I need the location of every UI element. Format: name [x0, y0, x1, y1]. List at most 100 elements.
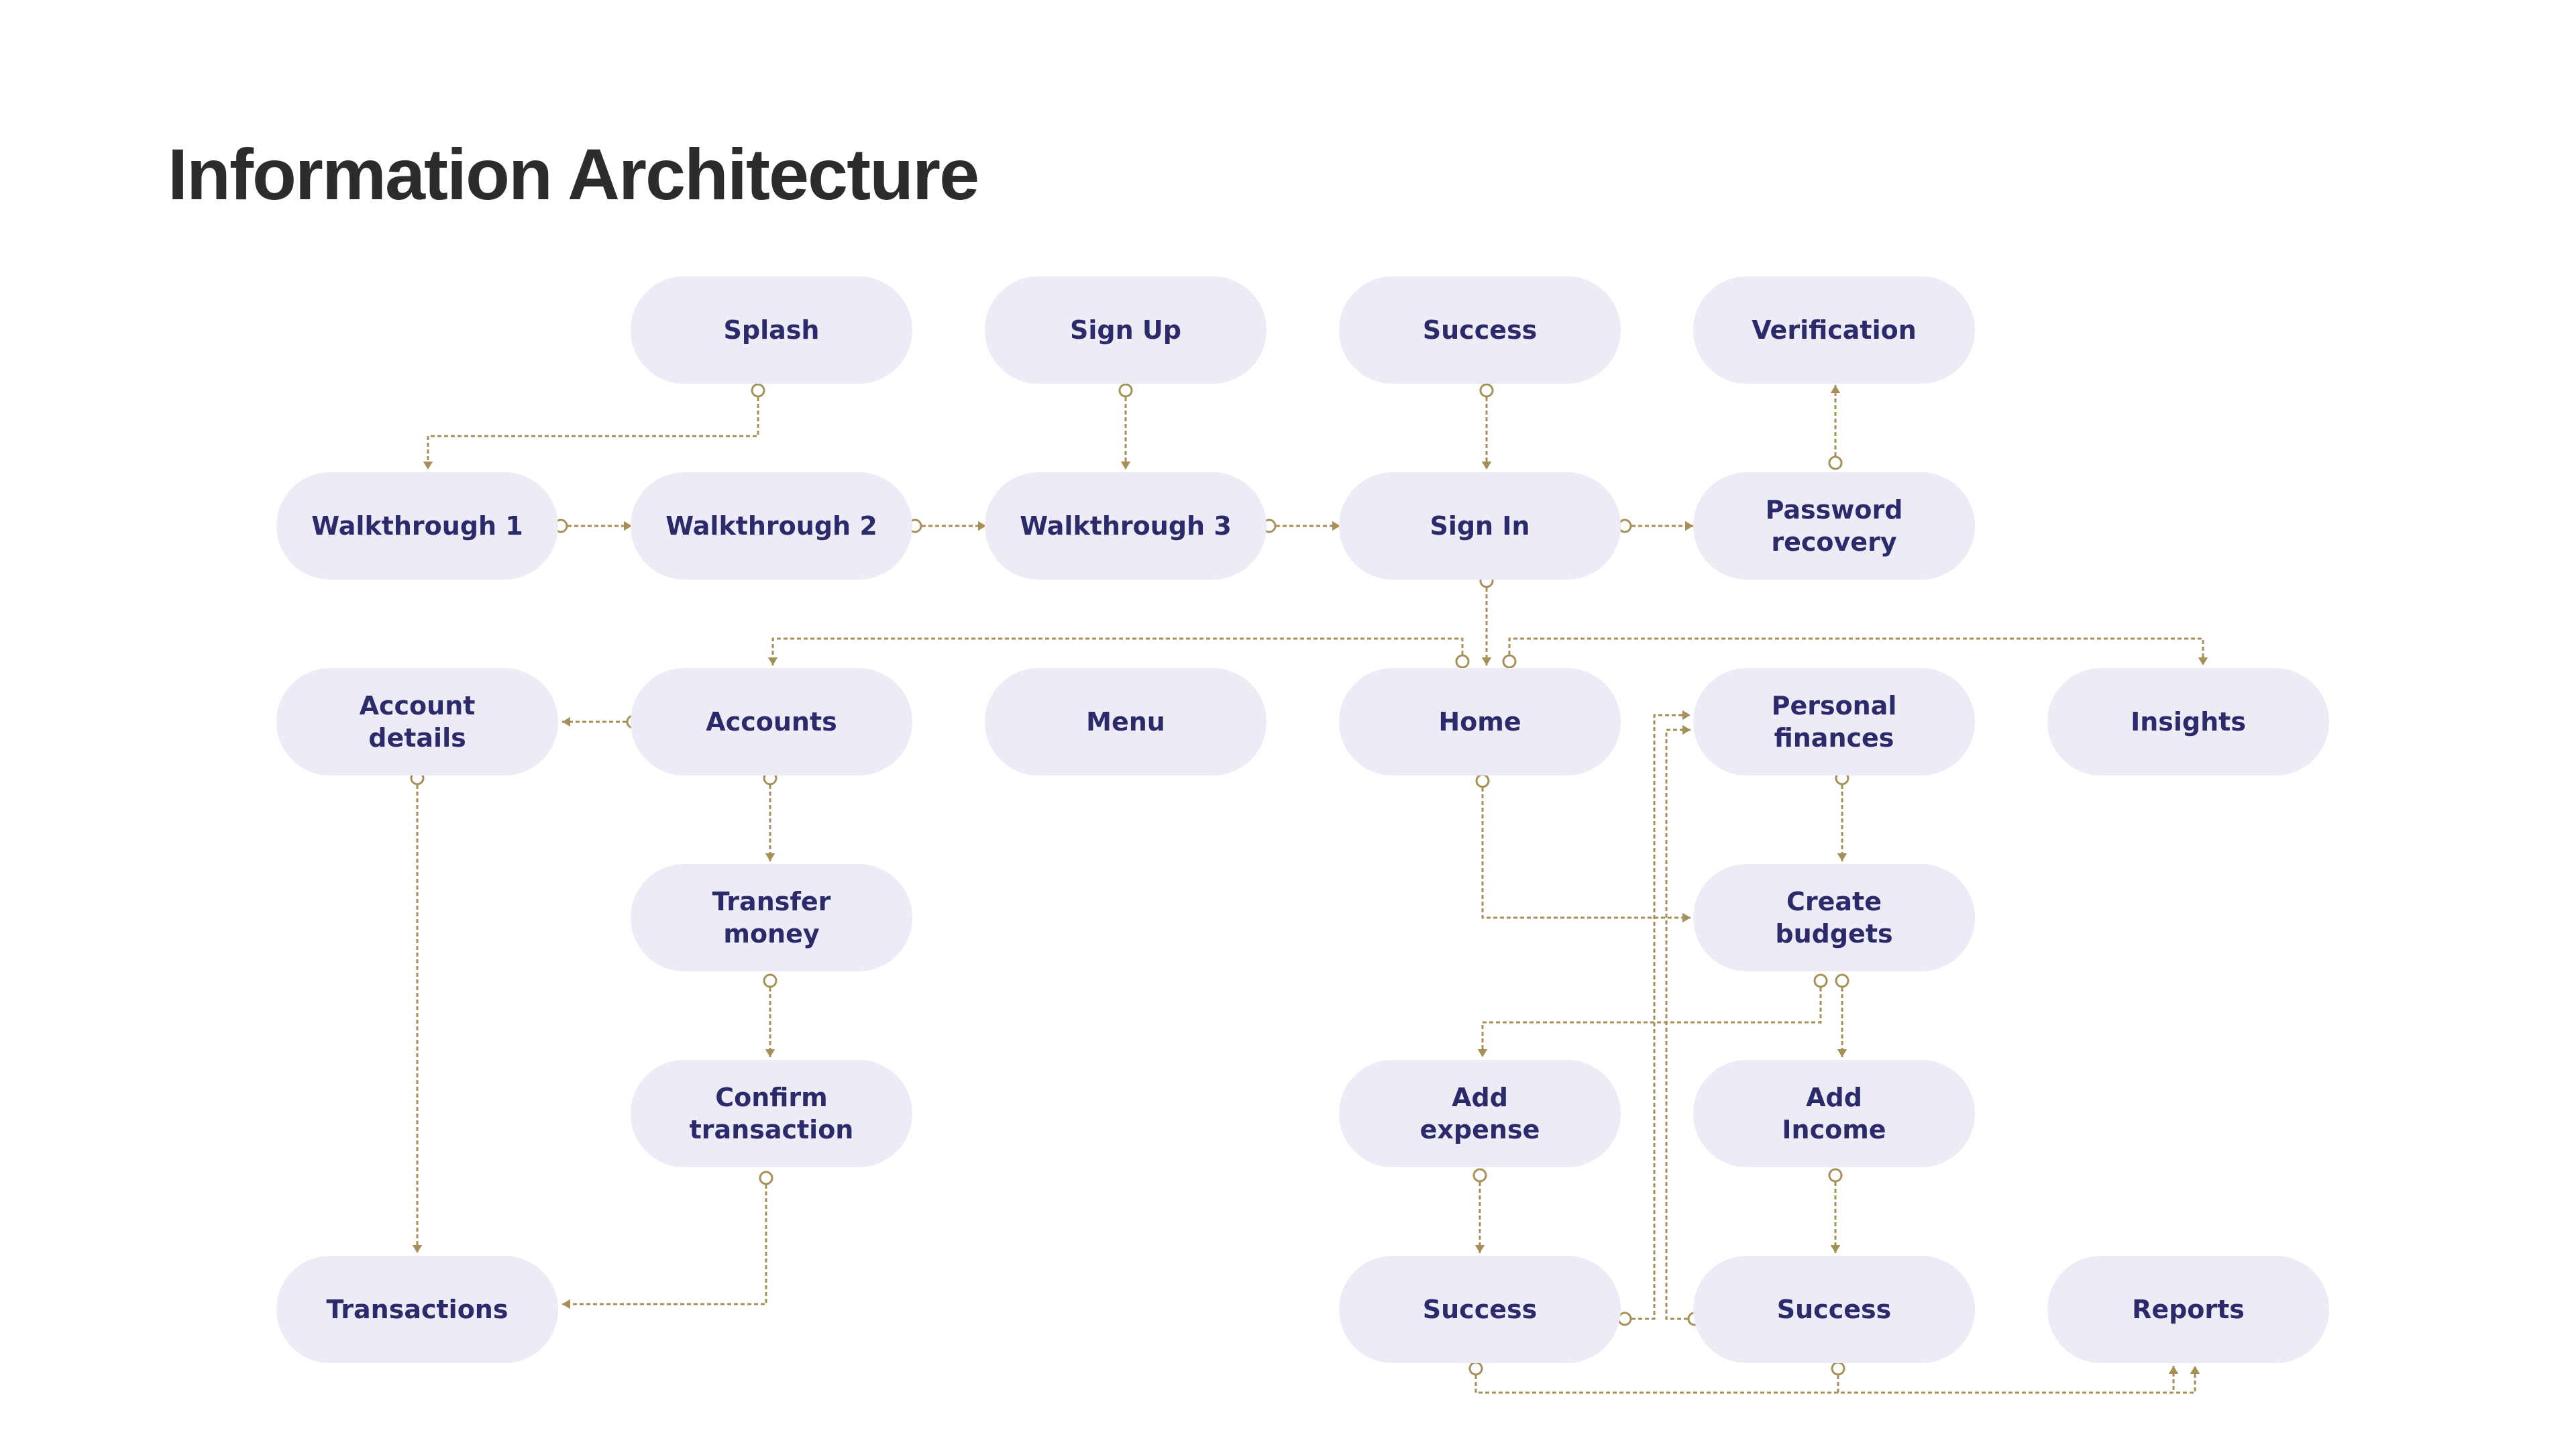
node-label: Accounts: [706, 707, 837, 737]
connector-arrowhead: [1830, 1245, 1841, 1253]
connector-add-income-to-success-income: [1828, 1168, 1843, 1253]
connector-start-dot: [1502, 654, 1517, 669]
node-sign-in: Sign In: [1339, 472, 1621, 580]
node-label: Walkthrough 1: [311, 511, 523, 541]
node-label: Menu: [1086, 707, 1165, 737]
node-success-income: Success: [1693, 1256, 1975, 1363]
connector-start-dot: [1831, 1361, 1845, 1376]
node-home: Home: [1339, 668, 1621, 775]
connector-password-recovery-to-verification: [1828, 385, 1843, 470]
node-box: [1693, 1060, 1975, 1167]
node-box: [1693, 472, 1975, 580]
connector-start-dot: [1479, 383, 1494, 398]
connector-line: [427, 390, 759, 470]
connector-arrowhead: [767, 657, 778, 665]
node-box: [2047, 1256, 2329, 1363]
node-label: Success: [1423, 1295, 1537, 1324]
connector-start-dot: [1828, 455, 1843, 470]
connector-arrowhead: [1837, 853, 1847, 861]
connector-confirm-transaction-to-transactions: [562, 1171, 773, 1309]
connector-arrowhead: [1682, 710, 1690, 720]
node-box: [1339, 668, 1621, 775]
connector-add-expense-to-success-expense: [1472, 1168, 1487, 1253]
connector-sign-in-to-password-recovery: [1617, 519, 1693, 533]
node-label: Reports: [2132, 1295, 2245, 1324]
node-sign-up: Sign Up: [985, 276, 1267, 384]
connector-line: [1837, 1366, 2196, 1394]
connector-line: [1508, 637, 2204, 665]
connector-start-dot: [1828, 1168, 1843, 1183]
node-box: [631, 472, 912, 580]
connector-home-to-insights: [1502, 637, 2208, 669]
connector-home-to-create-budgets: [1475, 773, 1690, 923]
connector-arrowhead: [1682, 912, 1690, 923]
connector-line: [1481, 981, 1822, 1057]
connector-walkthrough-3-to-sign-in: [1262, 519, 1340, 533]
connector-arrowhead: [1332, 521, 1340, 531]
node-label: Sign Up: [1070, 315, 1181, 345]
connector-start-dot: [1472, 1168, 1487, 1183]
connector-success-income-to-reports: [1831, 1361, 2200, 1394]
connector-arrowhead: [624, 521, 632, 531]
node-label: Sign In: [1430, 511, 1529, 541]
connector-arrowhead: [423, 462, 433, 470]
node-box: [631, 668, 912, 775]
connector-arrowhead: [2168, 1366, 2179, 1374]
connector-success-expense-to-reports: [1468, 1361, 2179, 1394]
connector-start-dot: [1468, 1361, 1483, 1376]
node-box: [631, 864, 912, 971]
connector-transfer-money-to-confirm-transaction: [763, 973, 777, 1057]
node-label: Splash: [724, 315, 820, 345]
node-box: [1693, 276, 1975, 384]
node-box: [985, 668, 1267, 775]
node-label: Verification: [1752, 315, 1917, 345]
node-walkthrough-1: Walkthrough 1: [276, 472, 558, 580]
connectors: [410, 383, 2208, 1394]
nodes: Splash Sign Up Success VerificationWalkthro…: [276, 276, 2329, 1363]
connector-success-expense-to-personal-finances: [1617, 710, 1690, 1326]
node-box: [1339, 276, 1621, 384]
node-box: [631, 1060, 912, 1167]
connector-start-dot: [763, 973, 777, 988]
connector-arrowhead: [412, 1245, 423, 1253]
node-walkthrough-3: Walkthrough 3: [985, 472, 1267, 580]
connector-arrowhead: [1481, 657, 1492, 665]
connector-arrowhead: [562, 716, 570, 727]
connector-arrowhead: [1120, 462, 1131, 470]
connector-arrowhead: [765, 1049, 775, 1057]
node-label: Success: [1777, 1295, 1891, 1324]
connector-start-dot: [1118, 383, 1133, 398]
connector-start-dot: [1475, 773, 1490, 788]
node-box: [276, 472, 558, 580]
connector-arrowhead: [1682, 724, 1690, 735]
connector-walkthrough-2-to-walkthrough-3: [908, 519, 986, 533]
node-accounts: Accounts: [631, 668, 912, 775]
node-walkthrough-2: Walkthrough 2: [631, 472, 912, 580]
connector-arrowhead: [2190, 1366, 2200, 1374]
node-box: [1339, 1256, 1621, 1363]
page-title: Information Architecture: [168, 133, 979, 215]
node-label: Insights: [2131, 707, 2246, 737]
connector-start-dot: [1617, 1311, 1632, 1326]
connector-start-dot: [1835, 973, 1849, 988]
connector-splash-to-walkthrough-1: [423, 383, 765, 470]
connector-start-dot: [751, 383, 765, 398]
node-success-expense: Success: [1339, 1256, 1621, 1363]
node-box: [985, 276, 1267, 384]
node-box: [2047, 668, 2329, 775]
connector-personal-finances-to-create-budgets: [1835, 771, 1849, 861]
connector-arrowhead: [1830, 385, 1841, 393]
node-label: Transactions: [327, 1295, 508, 1324]
connector-create-budgets-to-add-expense: [1477, 973, 1828, 1057]
connector-home-to-accounts: [767, 637, 1470, 669]
connector-arrowhead: [1837, 1049, 1847, 1057]
connector-line: [562, 1178, 767, 1305]
